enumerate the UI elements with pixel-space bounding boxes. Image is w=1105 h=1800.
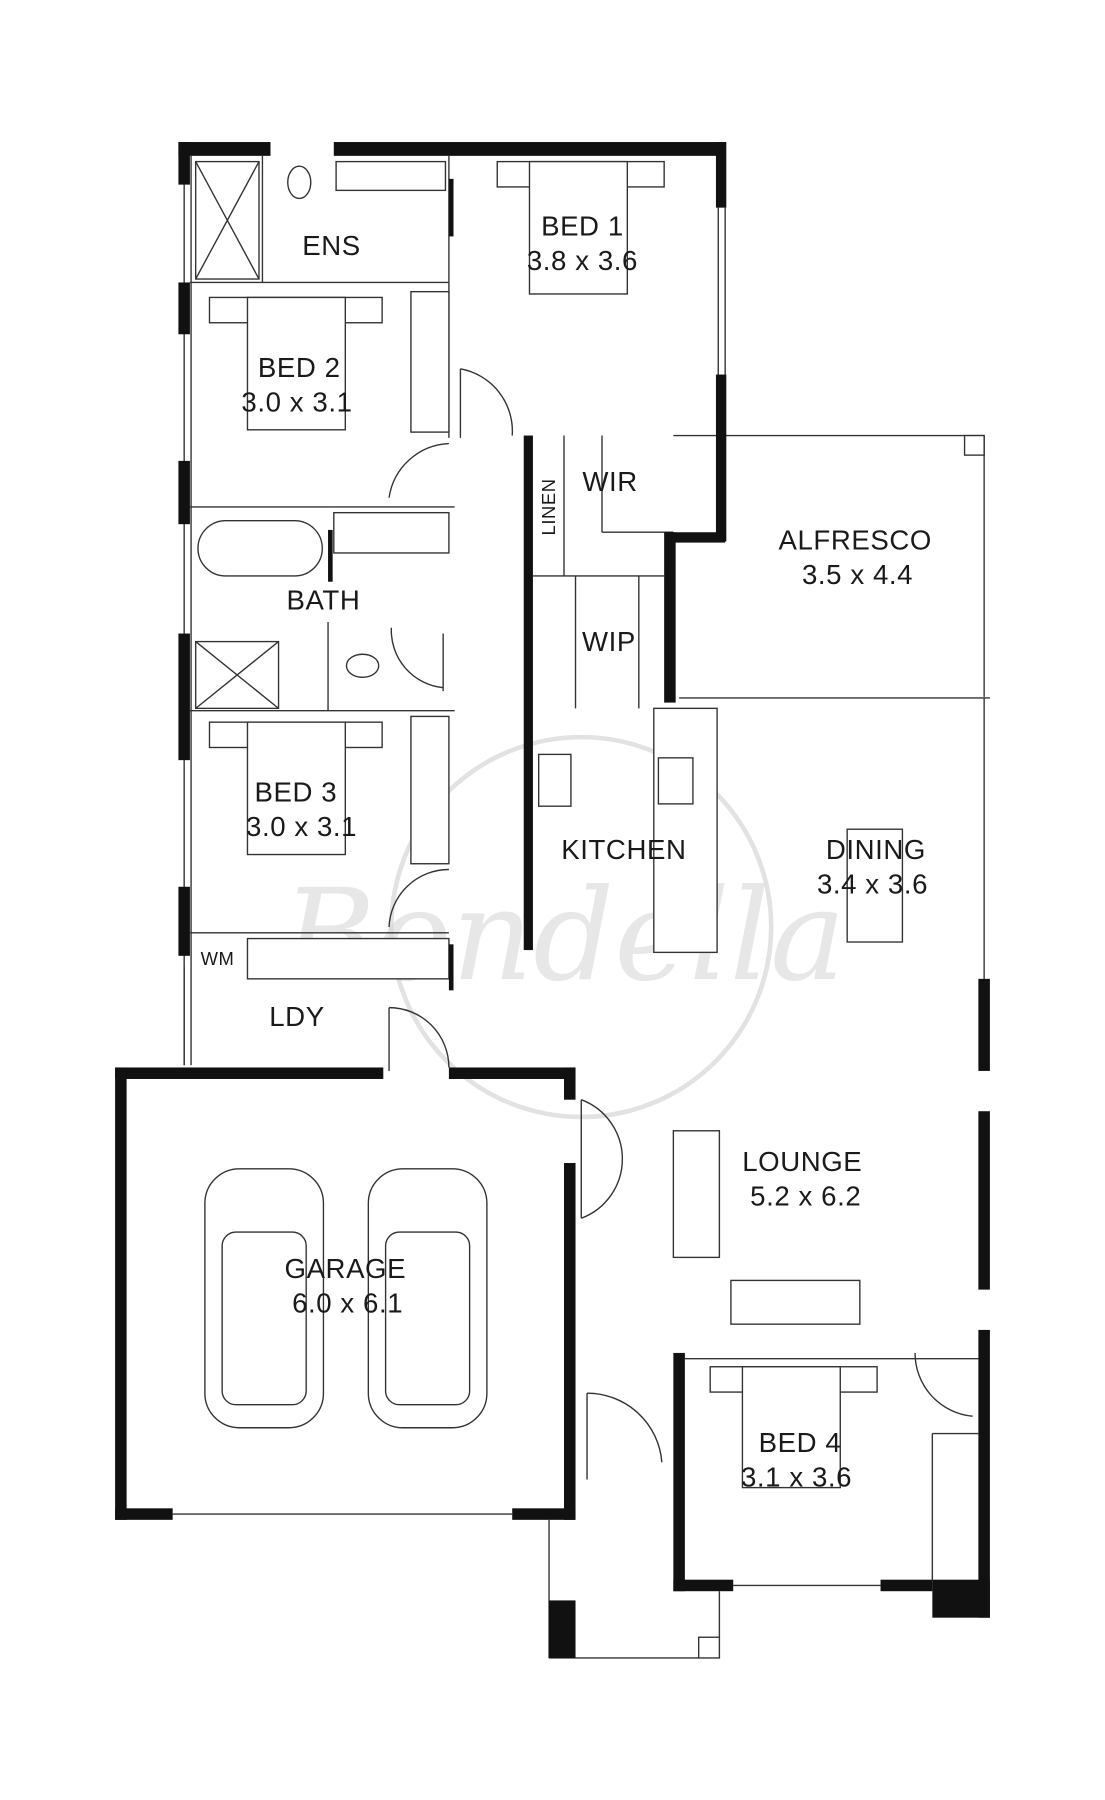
kitchen-island	[653, 707, 718, 954]
size-bed3: 3.0 x 3.1	[246, 811, 357, 842]
alfresco-post	[963, 434, 985, 456]
label-lounge: LOUNGE	[742, 1146, 862, 1177]
room-labels: ENS BED 1 3.8 x 3.6 BED 2 3.0 x 3.1 WIR …	[201, 210, 932, 1492]
label-kitchen: KITCHEN	[561, 834, 686, 865]
size-garage: 6.0 x 6.1	[292, 1288, 403, 1319]
ens-toilet	[287, 165, 312, 200]
walls	[115, 142, 990, 1658]
porch-post	[697, 1636, 721, 1659]
label-bed4: BED 4	[759, 1427, 842, 1458]
label-garage: GARAGE	[285, 1253, 407, 1284]
label-bed3: BED 3	[254, 777, 337, 808]
label-bed1: BED 1	[541, 210, 624, 241]
label-linen: LINEN	[538, 478, 559, 535]
label-bath: BATH	[286, 584, 360, 615]
label-wip: WIP	[582, 626, 636, 657]
bed3-robe	[410, 715, 450, 865]
label-ens: ENS	[302, 230, 360, 261]
watermark-text: Bondella	[280, 861, 845, 1009]
kitchen-sink	[657, 757, 694, 805]
label-wir: WIR	[582, 466, 637, 497]
ens-vanity	[335, 160, 447, 192]
lounge-sofa	[672, 1130, 721, 1259]
cooktop	[537, 753, 572, 807]
label-bed2: BED 2	[258, 352, 341, 383]
size-bed4: 3.1 x 3.6	[741, 1461, 852, 1492]
size-bed1: 3.8 x 3.6	[527, 245, 638, 276]
lounge-sofa-2	[730, 1279, 861, 1325]
bath-tub	[197, 520, 323, 577]
size-alfresco: 3.5 x 4.4	[802, 559, 913, 590]
label-dining: DINING	[826, 834, 926, 865]
dining-table	[846, 828, 904, 943]
label-wm: WM	[201, 948, 235, 969]
laundry-bench	[246, 937, 450, 980]
bath-vanity	[333, 511, 450, 554]
label-ldy: LDY	[269, 1001, 324, 1032]
size-dining: 3.4 x 3.6	[817, 869, 928, 900]
size-lounge: 5.2 x 6.2	[750, 1181, 861, 1212]
fixtures	[194, 160, 985, 1659]
bed2-robe	[410, 290, 450, 433]
size-bed2: 3.0 x 3.1	[241, 386, 352, 417]
label-alfresco: ALFRESCO	[779, 525, 932, 556]
wc-toilet	[345, 653, 380, 678]
